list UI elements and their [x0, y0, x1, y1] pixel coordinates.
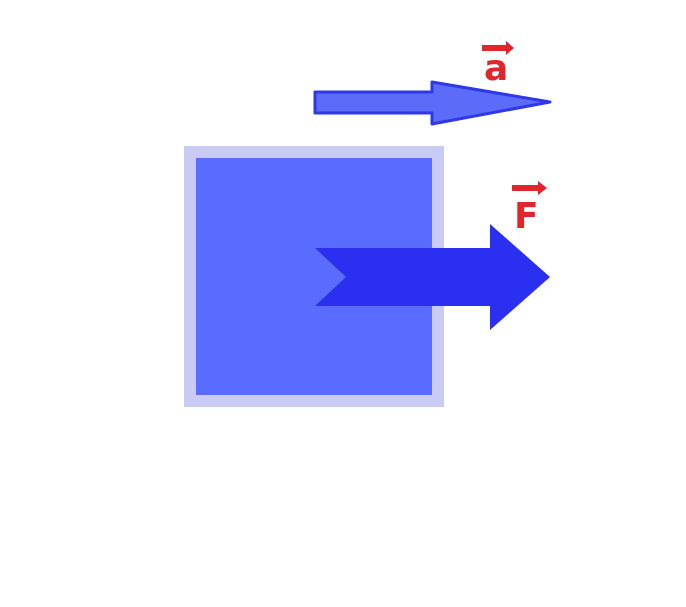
- force-arrow: [315, 224, 550, 330]
- acceleration-arrow: [313, 80, 552, 126]
- acceleration-label: a: [484, 48, 508, 89]
- acceleration-label-group: a: [482, 41, 514, 89]
- force-label: F: [514, 196, 539, 237]
- acceleration-vector-mark: [482, 41, 514, 55]
- force-label-group: F: [512, 181, 547, 237]
- force-vector-mark: [512, 181, 547, 195]
